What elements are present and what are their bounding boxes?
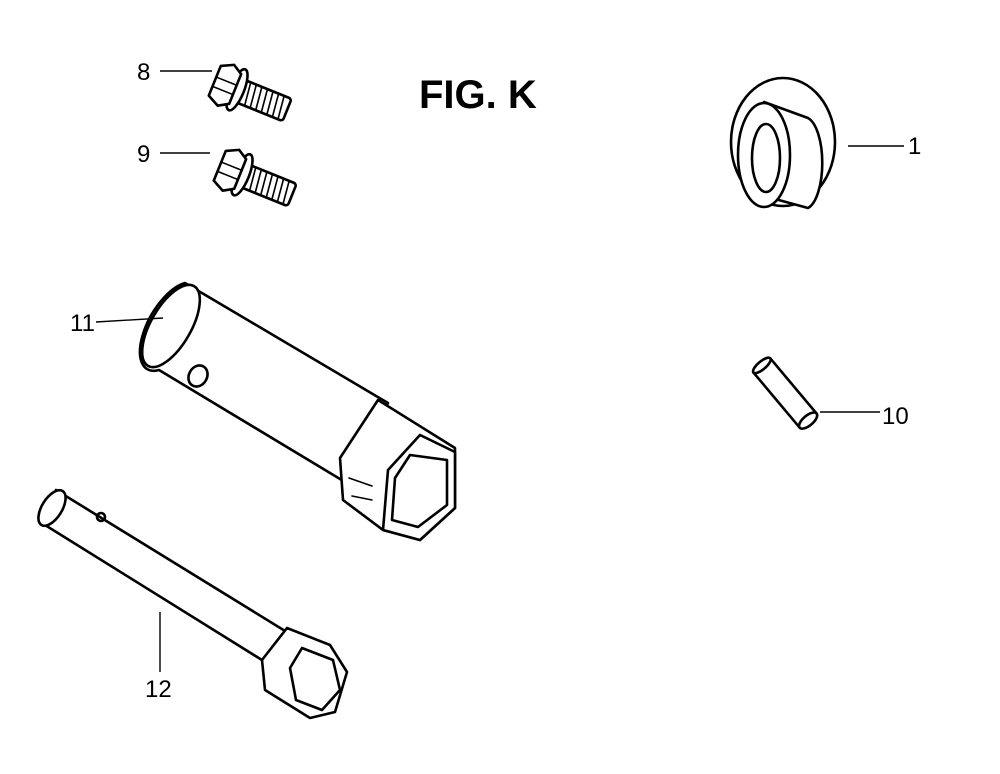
figure-title: FIG. K — [419, 73, 537, 117]
pin-drawing — [751, 356, 819, 430]
sprocket-drawing — [729, 76, 837, 210]
bolt-lower-drawing — [212, 148, 297, 207]
leader-line-11 — [95, 317, 164, 323]
callout-1: 1 — [908, 133, 921, 160]
box-wrench-drawing — [138, 281, 457, 542]
handle-bar-drawing — [37, 488, 349, 720]
callout-9: 9 — [137, 141, 150, 168]
callout-12: 12 — [145, 676, 172, 703]
bolt-upper-drawing — [207, 63, 292, 122]
callout-8: 8 — [137, 59, 150, 86]
callout-10: 10 — [882, 403, 909, 430]
callout-11: 11 — [70, 310, 95, 337]
